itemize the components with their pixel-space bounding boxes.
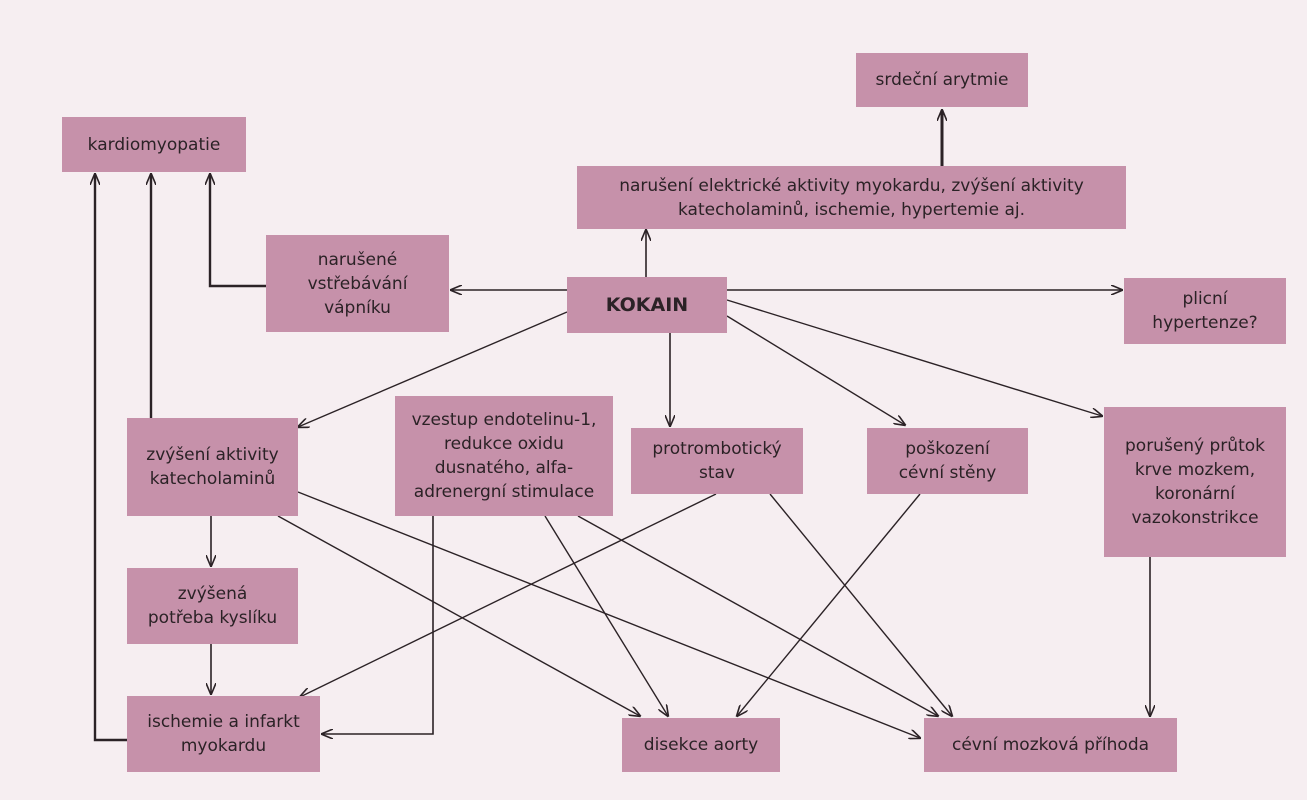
node-naruseni-elektricke-aktivity: narušení elektrické aktivity myokardu, z… — [577, 166, 1126, 229]
node-disekce-aorty: disekce aorty — [622, 718, 780, 772]
edge-kokain-to-poskozeni — [726, 315, 905, 425]
edge-vzestup-to-disekce — [544, 515, 668, 716]
edge-protromboticky-to-ischemie — [300, 493, 717, 697]
node-zvysena-potreba-kysliku: zvýšená potřeba kyslíku — [127, 568, 298, 644]
node-poruseny-prutok: porušený průtok krve mozkem, koronární v… — [1104, 407, 1286, 557]
node-poskozeni-cevni-steny: poškození cévní stěny — [867, 428, 1028, 494]
node-zvyseni-aktivity-katecholaminu: zvýšení aktivity katecholaminů — [127, 418, 298, 516]
edge-kokain-to-poruseny — [726, 299, 1102, 416]
node-narusene-vstrebavani-vapniku: narušené vstřebávání vápníku — [266, 235, 449, 332]
node-kardiomyopatie: kardiomyopatie — [62, 117, 246, 172]
edge-vzestup-to-ischemie — [322, 516, 434, 734]
edge-zvyseni-to-disekce — [277, 515, 640, 716]
edge-poskozeni-to-disekce — [737, 493, 921, 716]
edge-vzestup-to-cevni — [577, 515, 938, 716]
edge-vstrebavani-to-kardiomyopatie — [210, 174, 266, 288]
edge-kokain-to-zvyseni — [298, 311, 568, 427]
edge-protromboticky-to-cevni — [769, 493, 952, 716]
node-kokain: KOKAIN — [567, 277, 727, 333]
node-protromboticky-stav: protrombotický stav — [631, 428, 803, 494]
node-cevni-mozkova-prihoda: cévní mozková příhoda — [924, 718, 1177, 772]
node-ischemie-a-infarkt-myokardu: ischemie a infarkt myokardu — [127, 696, 320, 772]
edge-ischemie-to-kardiomyopatie — [95, 174, 127, 742]
node-srdecni-arytmie: srdeční arytmie — [856, 53, 1028, 107]
node-vzestup-endotelinu: vzestup endotelinu-1, redukce oxidu dusn… — [395, 396, 613, 516]
node-plicni-hypertenze: plicní hypertenze? — [1124, 278, 1286, 344]
edge-zvyseni-to-cevni — [297, 491, 920, 738]
